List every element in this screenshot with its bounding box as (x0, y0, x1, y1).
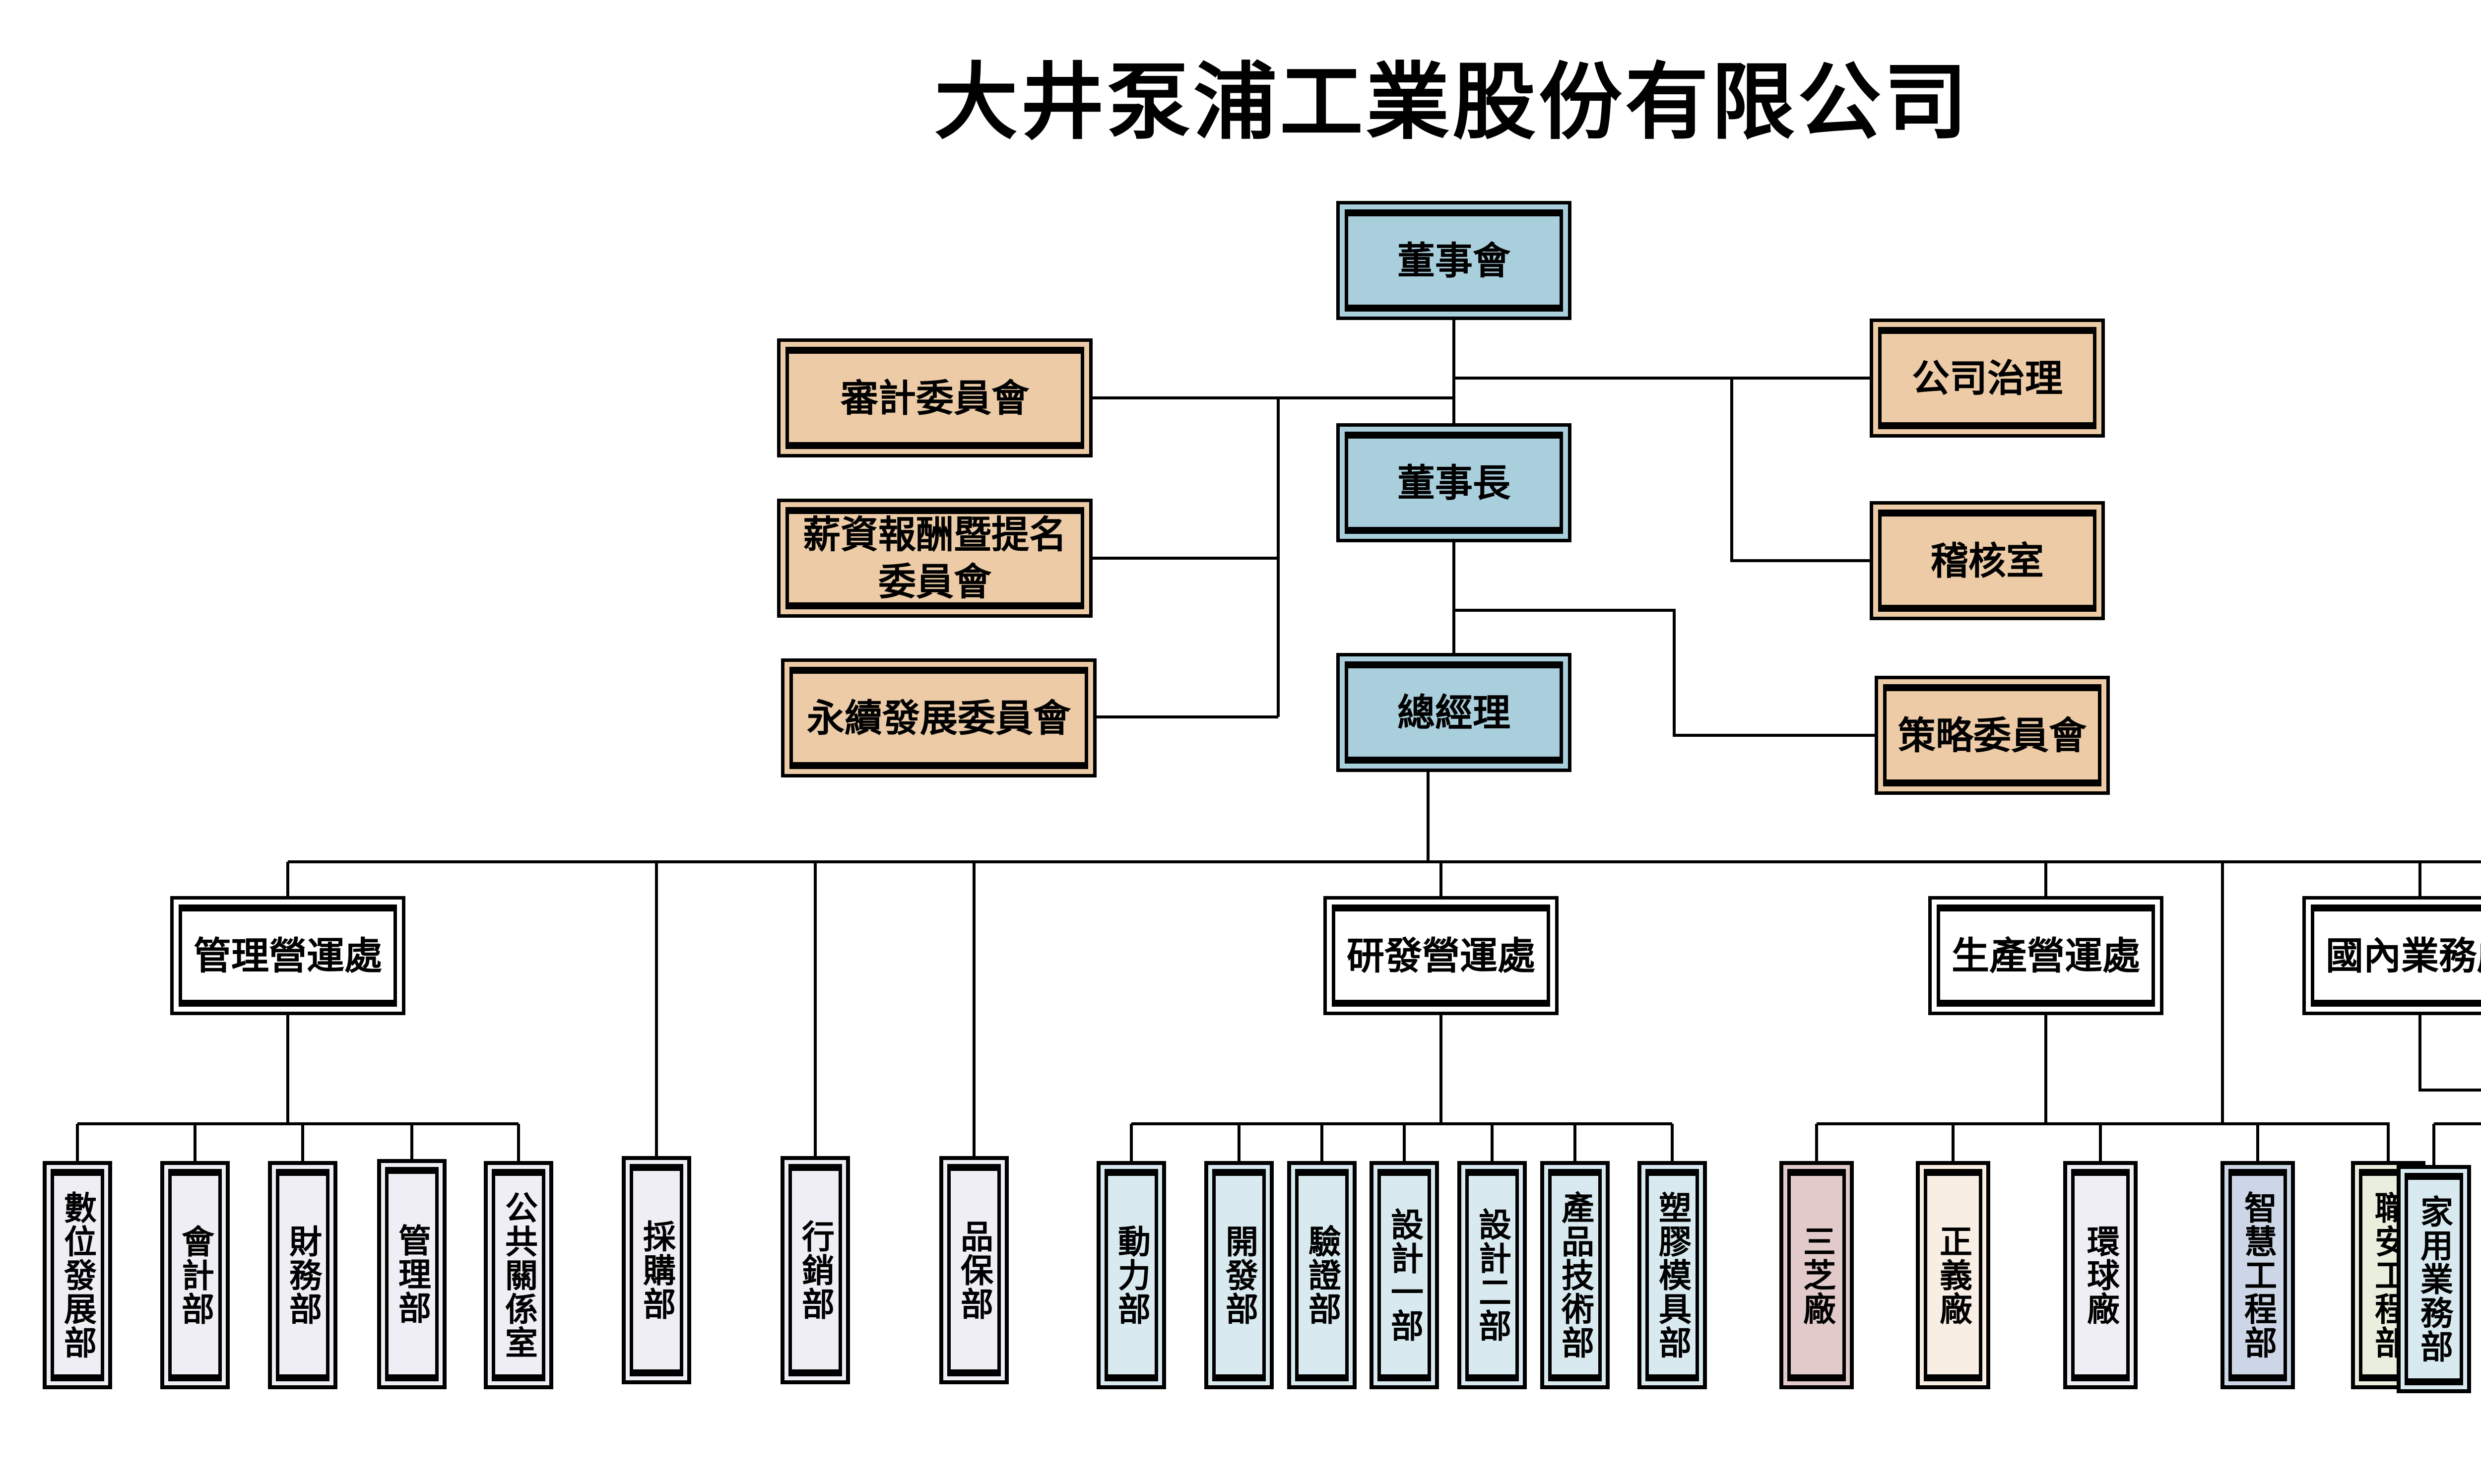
dept-public-relations[interactable]: 公共關係室 (484, 1161, 553, 1389)
division-domestic-sales-label: 國內業務處 (2311, 904, 2481, 1007)
dept-verification[interactable]: 驗證部 (1287, 1161, 1357, 1389)
division-production-label: 生產營運處 (1937, 904, 2155, 1007)
strategy-committee-label: 策略委員會 (1883, 684, 2101, 786)
division-rd-label: 研發營運處 (1332, 904, 1550, 1007)
dept-development[interactable]: 開發部 (1204, 1161, 1274, 1389)
plant-sanzhi[interactable]: 三芝廠 (1779, 1161, 1854, 1389)
corporate-governance-label: 公司治理 (1878, 327, 2096, 429)
division-management-label: 管理營運處 (179, 904, 397, 1007)
dept-quality-assurance[interactable]: 品保部 (939, 1156, 1009, 1384)
dept-verification-label: 驗證部 (1295, 1169, 1349, 1381)
dept-design-1[interactable]: 設計一部 (1370, 1161, 1439, 1389)
dept-finance-label: 財務部 (276, 1169, 329, 1381)
dept-household-sales[interactable]: 家用業務部 (2397, 1165, 2471, 1393)
audit-office-label: 稽核室 (1878, 510, 2096, 612)
board-of-directors-label: 董事會 (1345, 209, 1563, 312)
plant-global[interactable]: 環球廠 (2063, 1161, 2138, 1389)
strategy-committee-box[interactable]: 策略委員會 (1875, 676, 2110, 795)
dept-plastic-mold-label: 塑膠模具部 (1645, 1169, 1699, 1381)
dept-power-label: 動力部 (1105, 1169, 1158, 1381)
dept-product-technology-label: 產品技術部 (1548, 1169, 1602, 1381)
dept-design-2-label: 設計二部 (1465, 1169, 1519, 1381)
president-box[interactable]: 總經理 (1336, 653, 1571, 772)
dept-smart-engineering-label: 智慧工程部 (2228, 1169, 2287, 1381)
dept-procurement-label: 採購部 (630, 1164, 683, 1376)
plant-zhengyi[interactable]: 正義廠 (1916, 1161, 1990, 1389)
remuneration-nomination-committee-box[interactable]: 薪資報酬暨提名委員會 (777, 499, 1093, 618)
plant-sanzhi-label: 三芝廠 (1787, 1169, 1846, 1381)
dept-digital-development[interactable]: 數位發展部 (43, 1161, 112, 1389)
dept-public-relations-label: 公共關係室 (492, 1169, 545, 1381)
dept-accounting-label: 會計部 (168, 1169, 222, 1381)
chairman-label: 董事長 (1345, 432, 1563, 534)
chairman-box[interactable]: 董事長 (1336, 423, 1571, 542)
dept-marketing[interactable]: 行銷部 (781, 1156, 850, 1384)
dept-accounting[interactable]: 會計部 (160, 1161, 230, 1389)
division-management[interactable]: 管理營運處 (170, 896, 405, 1015)
president-label: 總經理 (1345, 661, 1563, 764)
dept-product-technology[interactable]: 產品技術部 (1540, 1161, 1610, 1389)
division-domestic-sales[interactable]: 國內業務處 (2302, 896, 2481, 1015)
remuneration-nomination-committee-label: 薪資報酬暨提名委員會 (785, 507, 1084, 609)
board-of-directors-box[interactable]: 董事會 (1336, 201, 1571, 320)
plant-global-label: 環球廠 (2071, 1169, 2130, 1381)
corporate-governance-box[interactable]: 公司治理 (1870, 319, 2105, 438)
division-production[interactable]: 生產營運處 (1928, 896, 2163, 1015)
dept-design-2[interactable]: 設計二部 (1457, 1161, 1527, 1389)
audit-office-line (1730, 378, 1870, 562)
to-dept-occupational-safety (2221, 862, 2390, 1161)
dept-quality-assurance-label: 品保部 (947, 1164, 1001, 1376)
dept-plastic-mold[interactable]: 塑膠模具部 (1637, 1161, 1707, 1389)
dept-development-label: 開發部 (1212, 1169, 1266, 1381)
audit-committee-label: 審計委員會 (785, 347, 1084, 449)
audit-committee-box[interactable]: 審計委員會 (777, 338, 1093, 457)
dept-procurement[interactable]: 採購部 (622, 1156, 691, 1384)
dept-digital-development-label: 數位發展部 (51, 1169, 104, 1381)
dept-finance[interactable]: 財務部 (268, 1161, 337, 1389)
dept-power[interactable]: 動力部 (1097, 1161, 1166, 1389)
dept-smart-engineering[interactable]: 智慧工程部 (2220, 1161, 2295, 1389)
dept-marketing-label: 行銷部 (788, 1164, 842, 1376)
domestic-down-line (2418, 1015, 2481, 1092)
strategy-committee-line (1454, 609, 1875, 737)
division-rd[interactable]: 研發營運處 (1323, 896, 1559, 1015)
dept-administration-label: 管理部 (385, 1167, 439, 1381)
sustainability-committee-box[interactable]: 永續發展委員會 (781, 658, 1097, 777)
sustainability-committee-label: 永續發展委員會 (789, 667, 1088, 769)
dept-administration[interactable]: 管理部 (377, 1159, 447, 1389)
dept-household-sales-label: 家用業務部 (2405, 1173, 2463, 1385)
plant-zhengyi-label: 正義廠 (1924, 1169, 1982, 1381)
dept-design-1-label: 設計一部 (1377, 1169, 1431, 1381)
company-title: 大井泵浦工業股份有限公司 (934, 54, 1970, 151)
audit-office-box[interactable]: 稽核室 (1870, 501, 2105, 620)
